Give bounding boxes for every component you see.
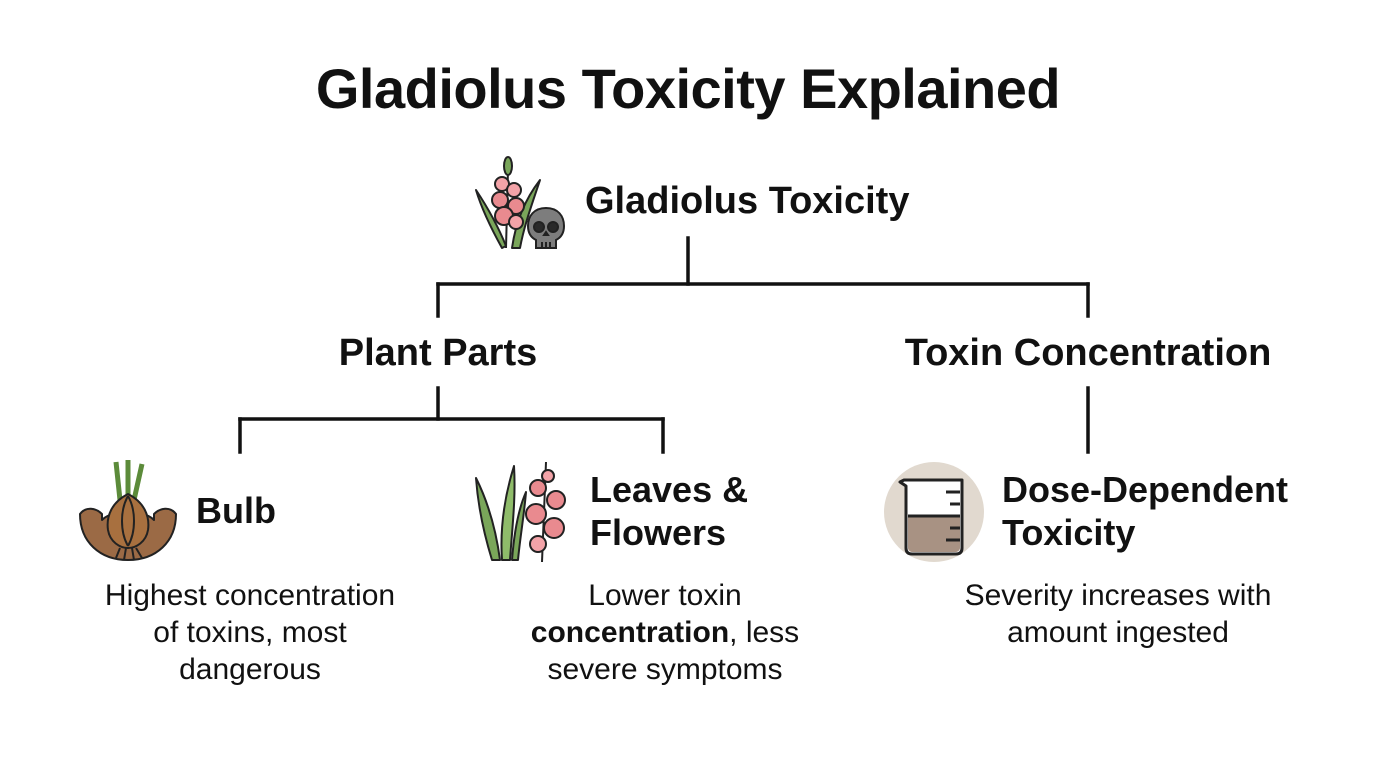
dose-dependent-description-line: amount ingested	[1007, 616, 1229, 649]
beaker-icon	[884, 462, 984, 562]
leaves-flowers-title-line: Leaves &	[590, 469, 749, 510]
leaves-flowers-description-line: severe symptoms	[547, 653, 783, 686]
gladiolus-flower-icon	[475, 156, 541, 249]
leaves-flowers-description-line: Lower toxin	[588, 579, 742, 612]
dose-dependent-title-line: Dose-Dependent	[1002, 469, 1289, 510]
bulb-description-line: of toxins, most	[153, 616, 347, 649]
dose-dependent-title: Dose-Dependent Toxicity	[1002, 468, 1288, 554]
skull-icon	[526, 206, 566, 249]
leaves-flowers-description-bold: concentration	[530, 616, 730, 649]
dose-dependent-title-line: Toxicity	[1002, 512, 1136, 553]
bulb-description-line: Highest concentration	[104, 579, 396, 612]
bulb-title-line: Bulb	[196, 490, 276, 531]
bulb-description-line: dangerous	[179, 653, 321, 686]
bulb-title: Bulb	[196, 489, 276, 532]
diagram-title: Gladiolus Toxicity Explained	[315, 57, 1061, 120]
leaves-flowers-title-line: Flowers	[590, 512, 727, 553]
leaves-flowers-description-rest: , less	[729, 616, 800, 649]
dose-dependent-description: Severity increases with amount ingested	[928, 577, 1308, 651]
bulb-description: Highest concentration of toxins, most da…	[60, 577, 440, 688]
leaves-flowers-icon	[475, 461, 566, 563]
bulb-icon	[79, 460, 177, 561]
leaves-flowers-title: Leaves & Flowers	[590, 468, 748, 554]
branch-plant-parts-label: Plant Parts	[338, 332, 538, 374]
dose-dependent-description-line: Severity increases with	[964, 579, 1272, 612]
branch-toxin-concentration-label: Toxin Concentration	[904, 332, 1272, 374]
leaves-flowers-description-line: concentration, less	[490, 614, 840, 651]
root-node-label: Gladiolus Toxicity	[585, 180, 910, 222]
leaves-flowers-description: Lower toxin concentration, less severe s…	[490, 577, 840, 688]
